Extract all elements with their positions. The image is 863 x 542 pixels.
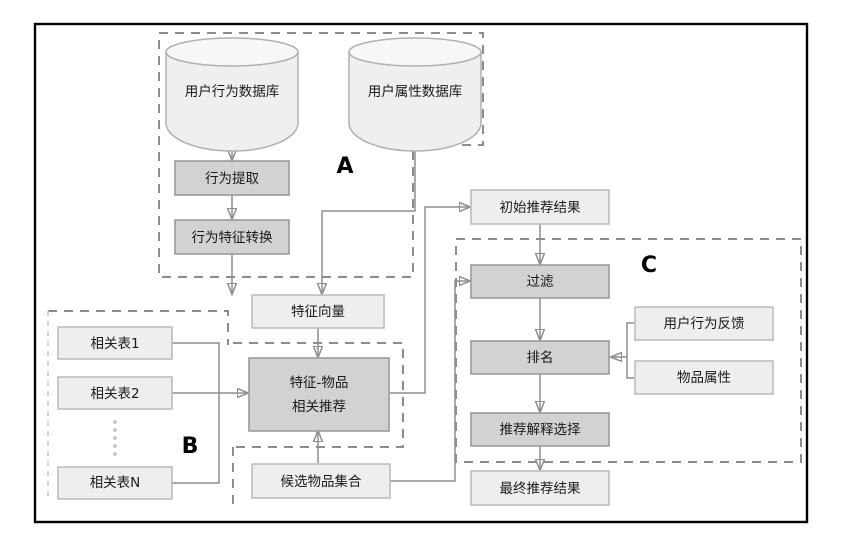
group-a-boundary: [158, 32, 484, 278]
node-behavior-feature-transform[interactable]: 行为特征转换: [174, 219, 290, 255]
edge-relationtable1-bus: [172, 342, 220, 393]
node-filter[interactable]: 过滤: [470, 264, 610, 299]
node-relation-table-2[interactable]: 相关表2: [57, 376, 173, 410]
group-c-boundary: [455, 238, 802, 463]
node-behavior-extraction[interactable]: 行为提取: [174, 160, 290, 196]
group-a-label: A: [336, 154, 353, 179]
node-relation-table-1[interactable]: 相关表1: [57, 326, 173, 360]
edge-itemattr-bus: [626, 357, 634, 379]
edge-attributedb-to-featurevector: [322, 137, 416, 294]
node-feature-item-recommender[interactable]: 特征-物品 相关推荐: [248, 357, 390, 432]
relation-table-ellipsis-icon: [113, 420, 117, 456]
node-candidate-item-set[interactable]: 候选物品集合: [251, 463, 391, 499]
node-item-attribute[interactable]: 物品属性: [634, 360, 774, 395]
group-c-label: C: [641, 253, 657, 278]
node-user-behavior-db[interactable]: 用户行为数据库: [165, 37, 299, 152]
node-final-recommend-result[interactable]: 最终推荐结果: [470, 470, 610, 506]
edge-recommender-to-initialresult: [390, 207, 470, 394]
node-feature-vector[interactable]: 特征向量: [251, 294, 385, 329]
edge-relationtablen-bus: [172, 393, 220, 484]
group-b-label: B: [182, 434, 199, 459]
node-ranking[interactable]: 排名: [470, 340, 610, 375]
node-user-attribute-db[interactable]: 用户属性数据库: [348, 37, 482, 152]
node-initial-recommend-result[interactable]: 初始推荐结果: [470, 189, 610, 225]
node-relation-table-n[interactable]: 相关表N: [57, 466, 173, 500]
edge-feedback-bus: [626, 322, 634, 357]
node-user-behavior-feedback[interactable]: 用户行为反馈: [634, 306, 774, 341]
node-recommend-explanation-select[interactable]: 推荐解释选择: [470, 412, 610, 447]
group-b-boundary: [48, 310, 229, 345]
edge-candidate-to-filter: [390, 281, 470, 482]
